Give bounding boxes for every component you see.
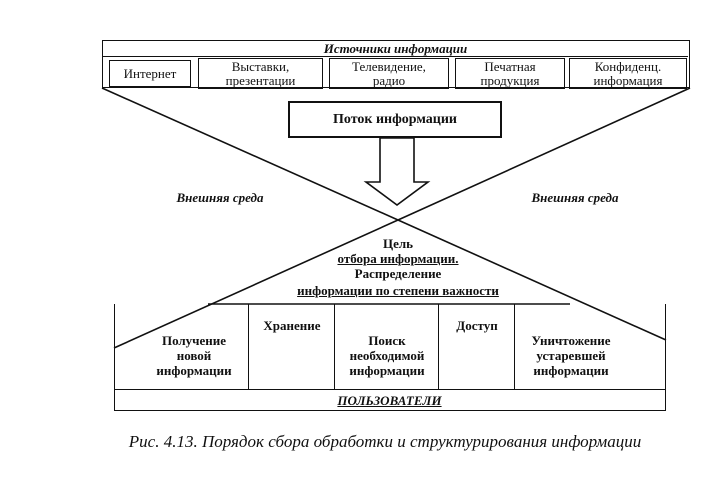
flow-box: Поток информации [288, 101, 502, 138]
source-tv-line2: радио [372, 73, 406, 88]
goal-line4: информации по степени важности [297, 283, 499, 298]
stage-receive-line1: Получение [161, 333, 227, 348]
stage-destroy-line3: информации [533, 363, 609, 378]
stage-receive-line2: новой [176, 348, 212, 363]
users-bar: ПОЛЬЗОВАТЕЛИ [114, 389, 666, 411]
goal-line2: отбора информации. [337, 251, 459, 266]
source-internet-label: Интернет [123, 66, 177, 81]
stage-destroy-line1: Уничтожение [531, 333, 611, 348]
env-right-label: Внешняя среда [531, 190, 619, 205]
stage-storage-line1: Хранение [263, 318, 321, 333]
sources-title: Источники информации [323, 41, 468, 56]
stage-receive-line3: информации [156, 363, 232, 378]
stages-panel [114, 304, 666, 389]
figure-caption: Рис. 4.13. Порядок сбора обработки и стр… [128, 432, 642, 451]
stage-access-box [438, 304, 515, 389]
source-print: Печатная продукция [455, 58, 565, 89]
funnel-right-edge [397, 87, 691, 221]
source-exhibitions-line2: презентации [225, 73, 296, 88]
source-print-line2: продукция [480, 73, 540, 88]
funnel-left-edge [101, 87, 399, 221]
source-exhibitions: Выставки, презентации [198, 58, 323, 89]
source-confidential-line2: информация [593, 73, 663, 88]
source-tv-radio: Телевидение, радио [329, 58, 449, 89]
triangle-right-edge [397, 219, 667, 341]
stage-destroy-line2: устаревшей [536, 348, 606, 363]
users-label: ПОЛЬЗОВАТЕЛИ [337, 393, 442, 408]
flow-label: Поток информации [333, 112, 457, 127]
env-left-label: Внешняя среда [176, 190, 264, 205]
stage-access-line1: Доступ [456, 318, 498, 333]
stage-search-line1: Поиск [368, 333, 406, 348]
stage-search-line2: необходимой [349, 348, 425, 363]
source-internet: Интернет [109, 60, 191, 87]
source-exhibitions-line1: Выставки, [231, 59, 290, 74]
source-confidential-line1: Конфиденц. [594, 59, 662, 74]
stage-search-line3: информации [349, 363, 425, 378]
down-arrow-icon [363, 137, 431, 206]
sources-panel: Источники информации Интернет Выставки, … [102, 40, 690, 89]
goal-line3: Распределение [354, 266, 442, 281]
stage-storage-box [248, 304, 335, 389]
goal-line1: Цель [382, 236, 414, 251]
source-confidential: Конфиденц. информация [569, 58, 687, 89]
source-tv-line1: Телевидение, [352, 59, 426, 74]
source-print-line1: Печатная [484, 59, 536, 74]
triangle-left-edge [113, 219, 399, 349]
sources-divider [103, 56, 688, 57]
